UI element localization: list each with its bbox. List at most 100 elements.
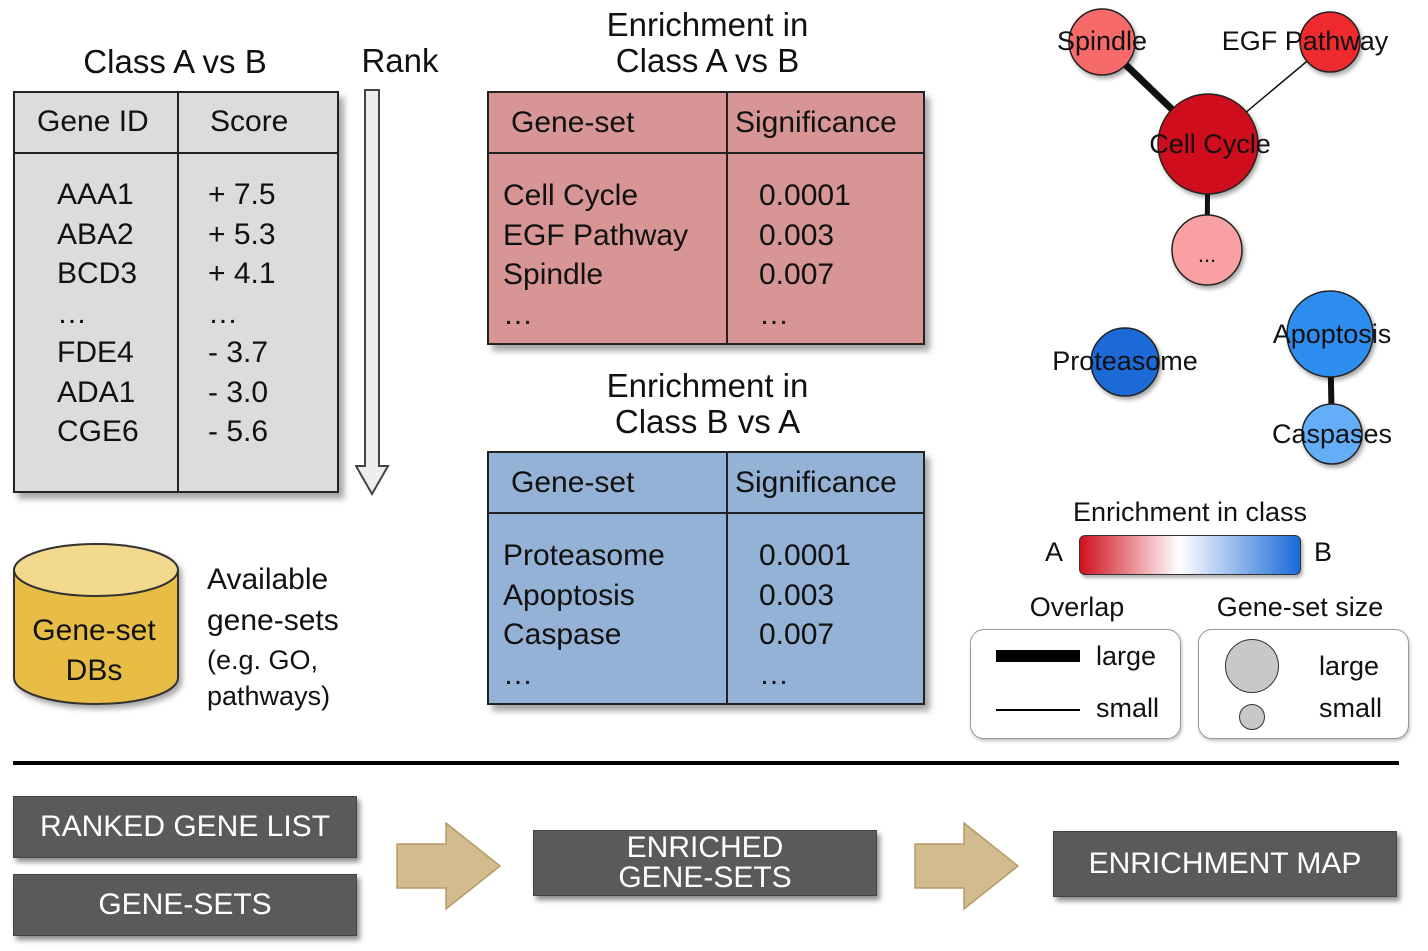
node-label-cell-cycle: Cell Cycle — [1149, 129, 1271, 159]
gene-set-name: Cell Cycle — [503, 179, 639, 212]
enriched-label-line2: GENE-SETS — [618, 861, 792, 894]
enrichment-table-b-vs-a: Gene-set Significance Proteasome Apoptos… — [487, 451, 925, 705]
gene-score: + 7.5 — [208, 178, 276, 211]
node-label-more: ... — [1198, 242, 1216, 267]
node-label-caspases: Caspases — [1272, 419, 1392, 449]
node-caspases — [1301, 403, 1363, 465]
enriched-label-line1: ENRICHED — [626, 831, 784, 864]
significance-value: 0.0001 — [759, 539, 851, 572]
node-label-apoptosis: Apoptosis — [1273, 319, 1392, 349]
gene-sets-step: GENE-SETS — [13, 874, 357, 936]
node-label-proteasome: Proteasome — [1052, 346, 1198, 376]
enrich-ba-title-line2: Class B vs A — [614, 403, 801, 440]
gene-score: + 4.1 — [208, 257, 276, 290]
significance-value: 0.003 — [759, 578, 835, 612]
enriched-gene-sets-step: ENRICHED GENE-SETS — [533, 830, 877, 896]
flow-arrow-icon — [396, 821, 502, 911]
gene-id: CGE6 — [57, 415, 139, 448]
gene-id: … — [57, 296, 87, 330]
enrichment-map-network: Spindle EGF Pathway Cell Cycle ... Prote… — [1052, 8, 1392, 465]
ranked-list-title: Class A vs B — [83, 43, 267, 80]
node-proteasome — [1090, 327, 1160, 397]
significance-column: 0.0001 0.003 0.007 … — [759, 176, 851, 334]
significance-value: 0.007 — [759, 258, 835, 291]
header-gene-id: Gene ID — [37, 105, 149, 138]
thick-edge-swatch — [996, 650, 1080, 662]
size-small-label: small — [1319, 693, 1383, 723]
significance-value: 0.0001 — [759, 179, 851, 212]
header-significance: Significance — [735, 466, 897, 499]
gene-id-column: AAA1 ABA2 BCD3 … FDE4 ADA1 CGE6 — [57, 175, 139, 452]
ranked-gene-list-step: RANKED GENE LIST — [13, 796, 357, 858]
flow-arrow-icon — [914, 821, 1020, 911]
color-scale-bar — [1079, 535, 1301, 575]
color-legend-title: Enrichment in class — [1072, 497, 1308, 527]
significance-value: 0.003 — [759, 218, 835, 252]
overlap-legend-title: Overlap — [1029, 592, 1125, 622]
node-spindle — [1068, 8, 1136, 76]
node-cell-cycle — [1157, 93, 1259, 195]
color-legend-class-b: B — [1314, 537, 1333, 567]
size-legend-title: Gene-set size — [1216, 592, 1384, 622]
gene-score: - 5.6 — [208, 415, 269, 448]
gene-set-name: … — [503, 657, 533, 691]
db-desc-line4: pathways) — [207, 681, 331, 711]
enrich-ab-title-line2: Class A vs B — [615, 42, 800, 79]
gene-set-name: … — [503, 297, 533, 331]
ranked-gene-table: Gene ID Score AAA1 ABA2 BCD3 … FDE4 ADA1… — [13, 91, 339, 493]
header-gene-set: Gene-set — [511, 466, 635, 499]
gene-score: + 5.3 — [208, 217, 276, 251]
node-label-egf: EGF Pathway — [1222, 26, 1389, 56]
db-desc-line2: gene-sets — [207, 604, 339, 637]
enrichment-table-a-vs-b: Gene-set Significance Cell Cycle EGF Pat… — [487, 91, 925, 345]
gene-sets-label: GENE-SETS — [98, 888, 272, 921]
node-egf-pathway — [1299, 11, 1361, 73]
enrich-ba-title-line1: Enrichment in — [606, 367, 809, 404]
gene-set-column: Cell Cycle EGF Pathway Spindle … — [503, 176, 688, 334]
db-label-line2: DBs — [65, 654, 123, 687]
large-node-swatch — [1225, 639, 1279, 693]
gene-id: ABA2 — [57, 217, 134, 251]
enrichment-map-label: ENRICHMENT MAP — [1088, 847, 1362, 880]
node-more — [1171, 214, 1243, 286]
header-score: Score — [210, 105, 289, 138]
gene-set-name: EGF Pathway — [503, 218, 689, 252]
gene-score: - 3.7 — [208, 336, 269, 369]
rank-label: Rank — [361, 42, 439, 79]
gene-id: AAA1 — [57, 178, 134, 211]
significance-value: … — [759, 657, 789, 691]
db-label-line1: Gene-set — [32, 614, 156, 647]
gene-score: - 3.0 — [208, 375, 269, 409]
db-desc-line1: Available — [207, 563, 329, 596]
header-gene-set: Gene-set — [511, 106, 635, 139]
gene-id: ADA1 — [57, 375, 136, 409]
gene-set-column: Proteasome Apoptosis Caspase … — [503, 536, 665, 694]
significance-column: 0.0001 0.003 0.007 … — [759, 536, 851, 694]
enrich-ab-title-line1: Enrichment in — [606, 6, 809, 43]
database-cylinder-icon — [13, 543, 179, 705]
score-column: + 7.5 + 5.3 + 4.1 … - 3.7 - 3.0 - 5.6 — [208, 175, 276, 452]
overlap-small-label: small — [1096, 693, 1160, 723]
significance-value: … — [759, 297, 789, 331]
small-node-swatch — [1239, 704, 1265, 730]
overlap-legend-box: large small — [970, 629, 1181, 739]
gene-id: BCD3 — [57, 257, 138, 290]
enrichment-map-step: ENRICHMENT MAP — [1053, 831, 1397, 897]
significance-value: 0.007 — [759, 618, 835, 651]
color-legend-class-a: A — [1045, 537, 1064, 567]
db-desc-line3: (e.g. GO, — [207, 645, 319, 675]
node-label-spindle: Spindle — [1057, 26, 1147, 56]
gene-id: FDE4 — [57, 336, 134, 369]
size-large-label: large — [1319, 651, 1380, 681]
gene-set-name: Caspase — [503, 618, 622, 651]
section-divider — [13, 761, 1399, 765]
gene-score: … — [208, 296, 238, 330]
overlap-large-label: large — [1096, 641, 1157, 671]
rank-down-arrow-icon — [355, 89, 390, 497]
gene-set-name: Apoptosis — [503, 578, 635, 612]
gene-set-name: Proteasome — [503, 539, 665, 572]
size-legend-box: large small — [1198, 629, 1409, 739]
header-significance: Significance — [735, 106, 897, 139]
ranked-gene-list-label: RANKED GENE LIST — [39, 810, 331, 843]
